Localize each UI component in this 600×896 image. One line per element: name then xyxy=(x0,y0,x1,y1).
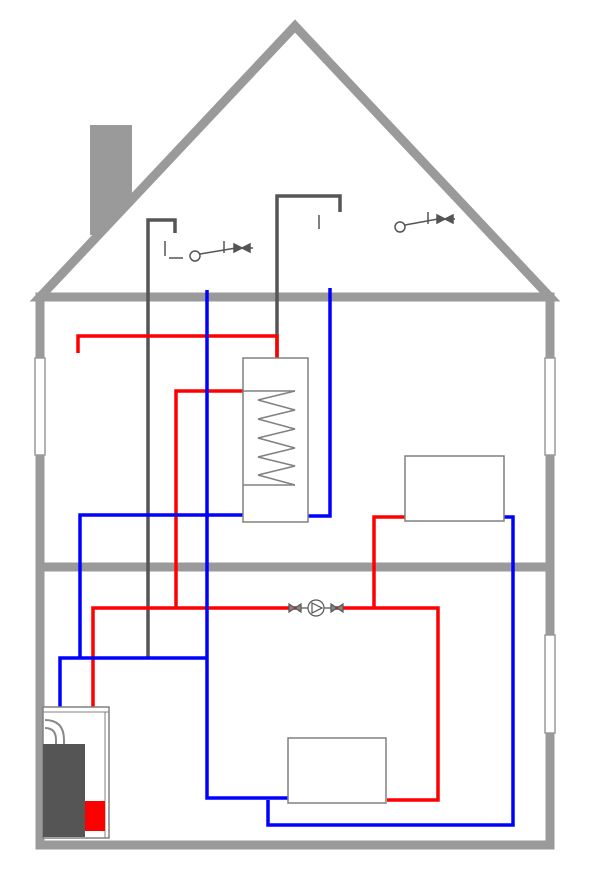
valve-icon xyxy=(233,242,251,254)
vent-pipe-left xyxy=(146,218,177,658)
return-pipe-cold-feed xyxy=(205,290,288,800)
flow-pipe-coil xyxy=(174,389,243,608)
lower-radiator xyxy=(287,737,387,804)
flow-pipe-main-right xyxy=(332,606,440,802)
heating-coil xyxy=(257,390,296,486)
upper-radiator xyxy=(404,455,505,522)
window-right-upper xyxy=(544,357,556,456)
valve-icon xyxy=(330,602,344,614)
flue-icon xyxy=(44,719,65,744)
float-ball-icon xyxy=(189,250,201,262)
vent-pipe-right xyxy=(275,194,342,358)
pump xyxy=(288,599,344,617)
hot-water-cylinder xyxy=(242,357,309,523)
valve-icon xyxy=(288,602,302,614)
valve-icon xyxy=(436,213,454,225)
float-ball-icon xyxy=(394,221,406,233)
window-right-lower xyxy=(544,634,556,734)
window-left xyxy=(34,357,46,456)
flow-pipe-main xyxy=(91,606,300,707)
float-valve-left xyxy=(189,241,253,262)
flow-pipe-top xyxy=(76,334,279,358)
return-pipe-radiators xyxy=(266,515,515,827)
float-valve-right xyxy=(394,212,455,233)
boiler xyxy=(42,706,110,839)
return-pipe-cylinder-right xyxy=(308,288,332,518)
flow-pipe-upper-radiator xyxy=(372,515,405,608)
boiler-burner xyxy=(43,744,85,837)
return-pipe-cylinder-left xyxy=(78,513,243,658)
return-pipe-boiler xyxy=(58,656,207,707)
boiler-flame xyxy=(85,801,105,831)
